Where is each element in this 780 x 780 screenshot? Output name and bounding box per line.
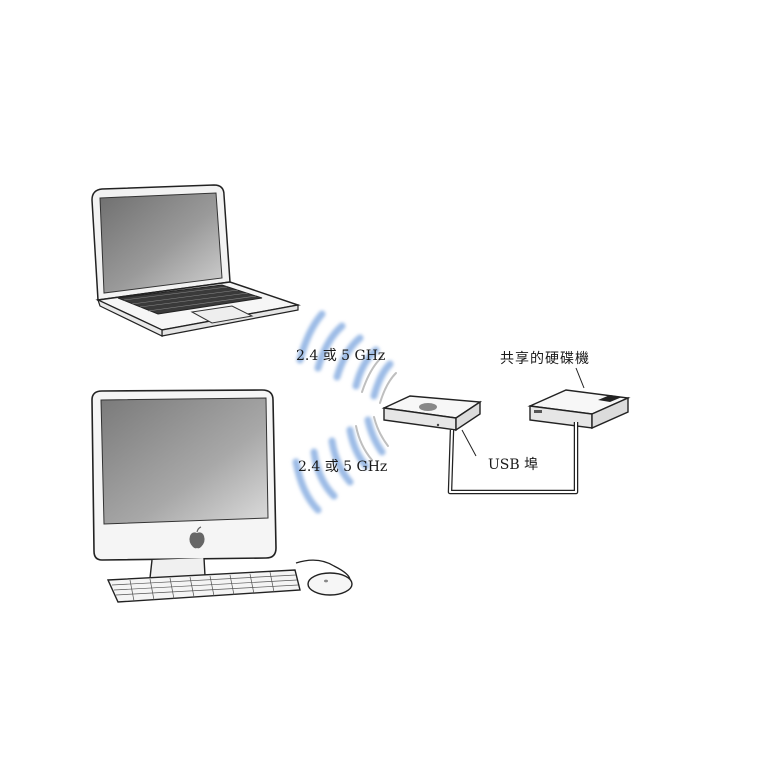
disk-callout-line bbox=[575, 367, 585, 389]
usb-cable bbox=[447, 422, 579, 495]
desktop-icon bbox=[91, 389, 277, 579]
wireless-wave-icon bbox=[292, 310, 397, 514]
shared-disk-label: 共享的硬碟機 bbox=[500, 351, 590, 367]
apple-logo-icon bbox=[189, 526, 205, 549]
frequency-label-top: 2.4 或 5 GHz bbox=[296, 348, 386, 364]
hard-drive-icon bbox=[527, 389, 631, 430]
base-station-icon bbox=[381, 395, 483, 432]
laptop-icon bbox=[91, 184, 301, 337]
usb-callout-line bbox=[461, 429, 477, 457]
keyboard-icon bbox=[106, 569, 301, 603]
mouse-icon bbox=[295, 559, 353, 596]
usb-port-label: USB 埠 bbox=[488, 457, 539, 473]
frequency-label-bottom: 2.4 或 5 GHz bbox=[298, 459, 388, 475]
